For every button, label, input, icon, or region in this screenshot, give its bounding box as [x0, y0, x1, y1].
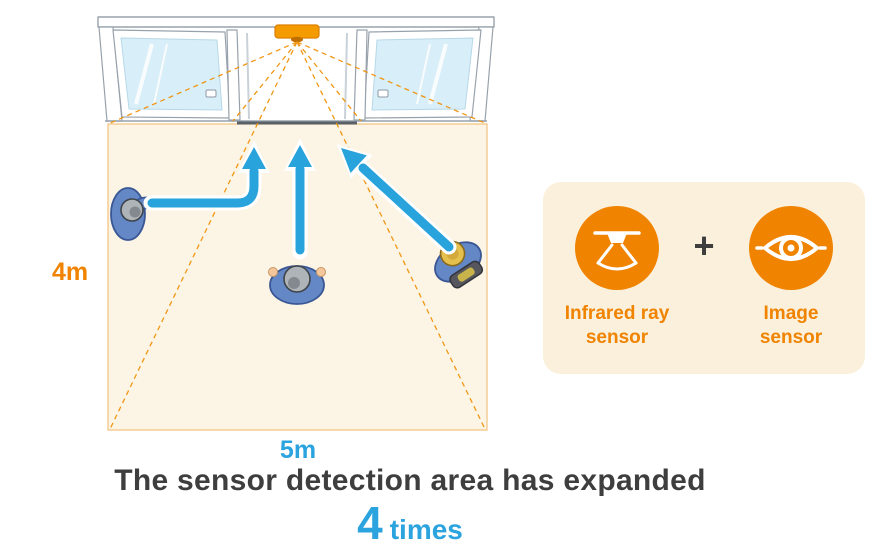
movement-arrow-left-curved	[143, 140, 270, 211]
image-label-line2: sensor	[759, 327, 823, 348]
sensor-panel: + Infrared ray sensor Image sensor	[543, 182, 865, 374]
backpack-pocket	[457, 267, 475, 282]
infrared-label-line1: Infrared ray	[564, 303, 670, 325]
infrared-ray-sensor-icon	[575, 206, 659, 291]
door-sensor-unit	[274, 24, 320, 43]
movement-arrow-center	[284, 138, 316, 260]
door-handle-left	[205, 89, 217, 98]
infrared-ray-sensor-label: Infrared ray sensor	[565, 302, 670, 350]
person-center	[268, 265, 326, 305]
door-post-center-right	[353, 29, 368, 121]
infrared-label-line2: sensor	[585, 327, 649, 348]
door-leaf-edge-right	[344, 32, 348, 120]
infrared-ray-sensor-glyph	[593, 231, 641, 271]
depth-label: 4m	[52, 258, 89, 286]
image-label-line1: Image	[763, 303, 819, 325]
door-handle-right	[377, 89, 389, 98]
multiplier-unit: times	[389, 514, 463, 545]
movement-arrow-right-diagonal	[336, 143, 457, 255]
image-sensor-label: Image sensor	[760, 302, 822, 350]
caption: The sensor detection area has expanded 4…	[0, 464, 820, 550]
door-glass-left	[112, 29, 231, 119]
door-leaf-edge-left	[246, 32, 250, 120]
door-post-center-left	[226, 29, 241, 121]
caption-text: The sensor detection area has expanded	[114, 464, 706, 497]
door-glass-right	[363, 29, 482, 119]
plus-sign: +	[693, 225, 715, 267]
sensor-beam-lines	[107, 41, 488, 430]
multiplier-number: 4	[357, 497, 383, 549]
image-sensor-eye-glyph	[755, 235, 827, 262]
width-label: 5m	[279, 436, 317, 464]
image-sensor-icon	[749, 206, 833, 291]
automatic-door	[97, 16, 495, 125]
